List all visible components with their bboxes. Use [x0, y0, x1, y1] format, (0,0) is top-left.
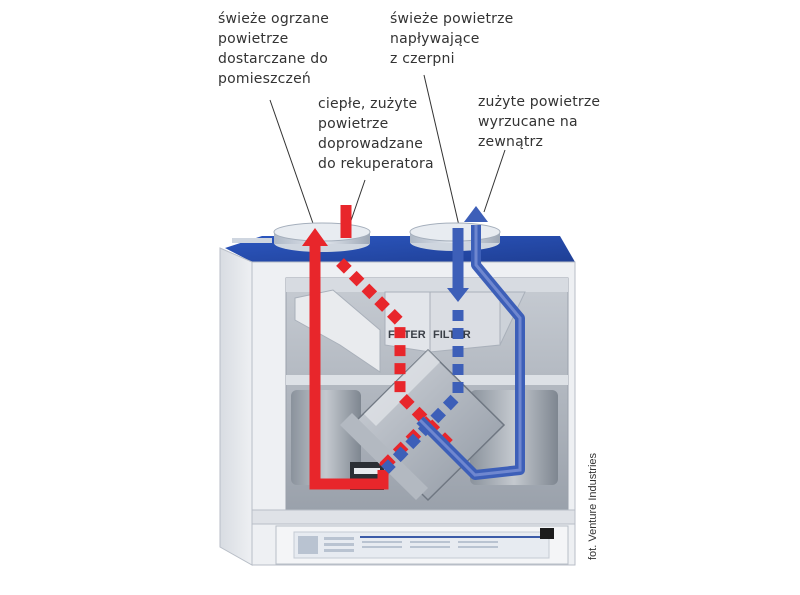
filter-label-left: FILTER	[388, 329, 426, 341]
photo-credit: fot. Venture Industries	[587, 452, 599, 560]
label-used-air-exhaust: zużyte powietrze wyrzucane na zewnątrz	[478, 94, 601, 150]
airflow-fresh-heated	[302, 228, 389, 490]
label-warm-used-air: ciepłe, zużyte powietrze doprowadzane do…	[318, 96, 434, 172]
label-fresh-air-intake: świeże powietrze napływające z czerpni	[390, 11, 514, 67]
info-sticker	[293, 531, 550, 559]
leader-lines	[269, 74, 506, 236]
power-switch	[540, 528, 554, 539]
filter-label-right: FILTER	[433, 329, 471, 341]
airflow-used-exhaust	[416, 206, 525, 480]
label-fresh-heated-supply: świeże ogrzane powietrze dostarczane do …	[218, 11, 330, 87]
